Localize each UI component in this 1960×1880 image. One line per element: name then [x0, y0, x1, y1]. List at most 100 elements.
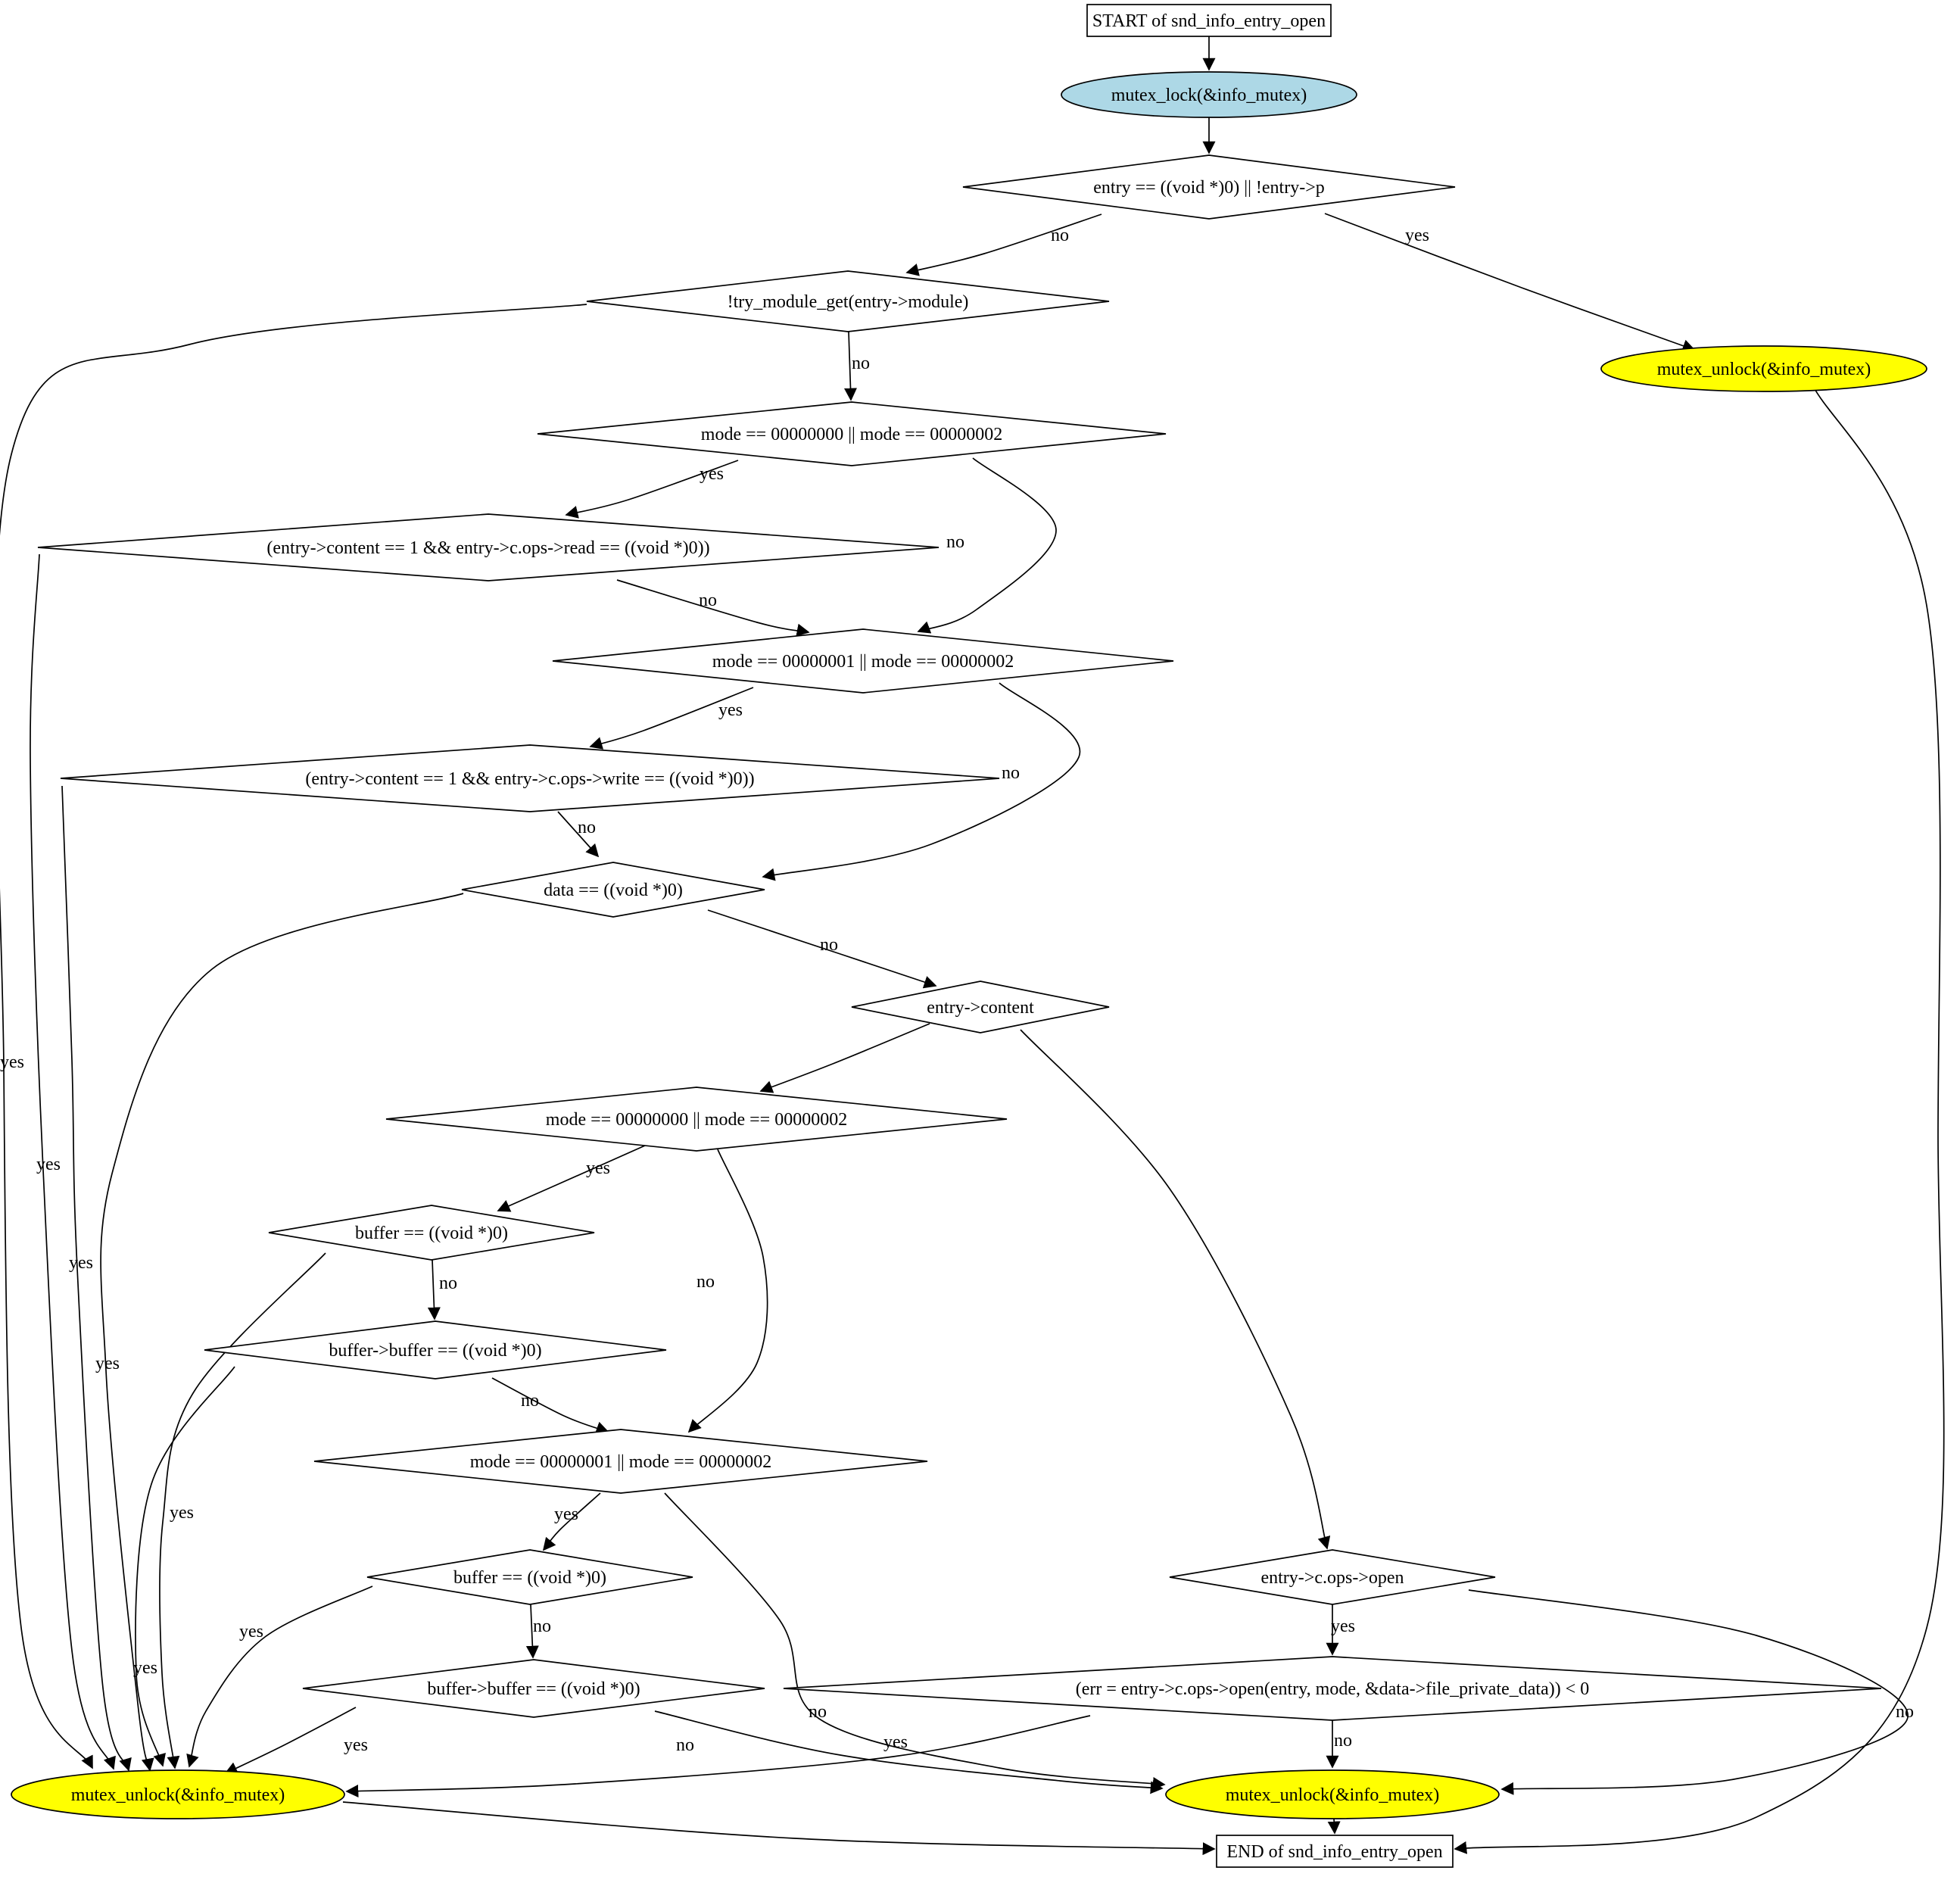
- end-node-shape: [1216, 1835, 1454, 1868]
- edge-label-yes: yes: [554, 1504, 578, 1524]
- decision-ops-open: entry->c.ops->open: [1169, 1549, 1496, 1605]
- edge-d8-to-d9: [759, 1023, 930, 1093]
- edge-line: [30, 553, 116, 1770]
- mutex-unlock-bottom-left: mutex_unlock(&info_mutex): [11, 1769, 345, 1819]
- edge-label-no: no: [699, 591, 717, 610]
- edge-label-no: no: [439, 1274, 457, 1293]
- decision-entry-content-shape: [851, 981, 1110, 1034]
- mutex-unlock-top-right-shape: [1600, 345, 1927, 392]
- edge-d12-to-u_br: no: [664, 1492, 1166, 1790]
- edge-d16-to-u_br: no: [1326, 1720, 1352, 1769]
- decision-mode-read-1-shape: [537, 401, 1167, 466]
- edge-label-no: no: [1002, 763, 1020, 783]
- edge-label-yes: yes: [0, 1052, 24, 1072]
- edge-line: [557, 811, 600, 858]
- edge-label-no: no: [946, 532, 964, 552]
- decision-mode-read-2-label: mode == 00000000 || mode == 00000002: [546, 1110, 847, 1130]
- edge-label-yes: yes: [586, 1158, 610, 1178]
- edge-u_tr-to-end: [1454, 385, 1945, 1854]
- edge-label-yes: yes: [344, 1735, 368, 1755]
- edge-line: [0, 304, 587, 1769]
- decision-try-module-get-label: !try_module_get(entry->module): [728, 292, 969, 312]
- edge-d8-to-d15: [1020, 1029, 1331, 1550]
- mutex-lock-node: mutex_lock(&info_mutex): [1061, 71, 1357, 118]
- edge-label-yes: yes: [95, 1354, 120, 1373]
- edge-d13-to-d14: no: [525, 1604, 551, 1659]
- decision-buffer-null-1-shape: [268, 1205, 595, 1261]
- edge-d5-to-d7: no: [762, 682, 1081, 881]
- edge-d16-to-u_bl: yes: [345, 1715, 1091, 1797]
- edge-d15-to-u_br: no: [1468, 1589, 1914, 1795]
- edge-d13-to-u_bl: yes: [186, 1585, 373, 1768]
- decision-mode-read-2: mode == 00000000 || mode == 00000002: [385, 1087, 1008, 1152]
- edge-d7-to-d8: no: [707, 909, 937, 989]
- edge-line: [135, 1366, 235, 1767]
- edge-d6-to-u_bl: yes: [61, 785, 132, 1772]
- edge-label-no: no: [696, 1272, 715, 1292]
- edge-label-yes: yes: [1405, 226, 1429, 245]
- edge-line: [542, 1492, 601, 1551]
- decision-mode-read-1: mode == 00000000 || mode == 00000002: [537, 401, 1167, 466]
- decision-buffer-buffer-null-1-label: buffer->buffer == ((void *)0): [329, 1341, 541, 1361]
- mutex-unlock-bottom-right-shape: [1165, 1769, 1500, 1819]
- edge-d14-to-u_bl: yes: [224, 1707, 368, 1774]
- decision-open-err-shape: [783, 1656, 1882, 1721]
- edge-line: [917, 457, 1057, 634]
- decision-mode-write-2-label: mode == 00000001 || mode == 00000002: [470, 1452, 771, 1472]
- edge-u_br-to-end: [1327, 1818, 1341, 1835]
- decision-entry-null: entry == ((void *)0) || !entry->p: [962, 154, 1456, 220]
- edge-d11-to-u_bl: yes: [133, 1366, 235, 1767]
- edge-line: [759, 1023, 930, 1093]
- mutex-lock-node-shape: [1061, 71, 1357, 118]
- decision-read-null-label: (entry->content == 1 && entry->c.ops->re…: [266, 538, 709, 558]
- decision-mode-write-1-label: mode == 00000001 || mode == 00000002: [712, 652, 1014, 672]
- decision-open-err-label: (err = entry->c.ops->open(entry, mode, &…: [1076, 1679, 1590, 1699]
- decision-buffer-null-1-label: buffer == ((void *)0): [355, 1224, 508, 1243]
- decision-mode-read-1-label: mode == 00000000 || mode == 00000002: [701, 425, 1002, 444]
- edge-label-yes: yes: [700, 464, 724, 484]
- edge-label-no: no: [521, 1391, 539, 1411]
- edge-line: [497, 1145, 646, 1212]
- decision-data-null-label: data == ((void *)0): [544, 881, 683, 900]
- edge-line: [664, 1492, 1166, 1790]
- mutex-unlock-top-right-label: mutex_unlock(&info_mutex): [1657, 360, 1871, 379]
- decision-try-module-get: !try_module_get(entry->module): [586, 270, 1110, 332]
- edge-line: [427, 1259, 441, 1320]
- edge-d2-to-u_bl: yes: [0, 304, 587, 1769]
- edge-line: [1327, 1818, 1341, 1835]
- decision-read-null: (entry->content == 1 && entry->c.ops->re…: [37, 513, 939, 581]
- edge-line: [100, 893, 464, 1772]
- decision-data-null-shape: [461, 862, 765, 918]
- start-node-shape: [1086, 4, 1332, 37]
- edge-label-yes: yes: [170, 1503, 194, 1523]
- edge-line: [491, 1377, 609, 1434]
- edge-d10-to-u_bl: yes: [159, 1252, 326, 1769]
- edge-label-yes: yes: [1331, 1617, 1355, 1636]
- decision-mode-write-2: mode == 00000001 || mode == 00000002: [313, 1429, 928, 1494]
- end-node: END of snd_info_entry_open: [1216, 1835, 1454, 1868]
- decision-ops-open-shape: [1169, 1549, 1496, 1605]
- mutex-lock-node-label: mutex_lock(&info_mutex): [1111, 86, 1307, 105]
- edge-d7-to-u_bl: yes: [95, 893, 464, 1772]
- decision-buffer-null-2-shape: [366, 1549, 693, 1605]
- decision-buffer-null-1: buffer == ((void *)0): [268, 1205, 595, 1261]
- edge-label-yes: yes: [133, 1658, 157, 1678]
- end-node-label: END of snd_info_entry_open: [1226, 1842, 1442, 1862]
- mutex-unlock-bottom-right: mutex_unlock(&info_mutex): [1165, 1769, 1500, 1819]
- edge-label-yes: yes: [883, 1732, 908, 1752]
- edge-d9-to-d12: no: [687, 1149, 768, 1433]
- decision-mode-write-1: mode == 00000001 || mode == 00000002: [552, 628, 1174, 694]
- edge-line: [1020, 1029, 1331, 1550]
- edge-line: [345, 1715, 1091, 1797]
- edge-line: [224, 1707, 357, 1774]
- decision-entry-null-shape: [962, 154, 1456, 220]
- edge-d9-to-d10: yes: [497, 1145, 646, 1212]
- edge-label-no: no: [676, 1735, 694, 1755]
- decision-try-module-get-shape: [586, 270, 1110, 332]
- decision-buffer-null-2: buffer == ((void *)0): [366, 1549, 693, 1605]
- decision-buffer-buffer-null-2-shape: [302, 1659, 765, 1718]
- edge-label-no: no: [533, 1617, 551, 1636]
- decision-write-null-label: (entry->content == 1 && entry->c.ops->wr…: [305, 769, 754, 789]
- edge-line: [905, 214, 1102, 276]
- edge-d11-to-d12: no: [491, 1377, 609, 1434]
